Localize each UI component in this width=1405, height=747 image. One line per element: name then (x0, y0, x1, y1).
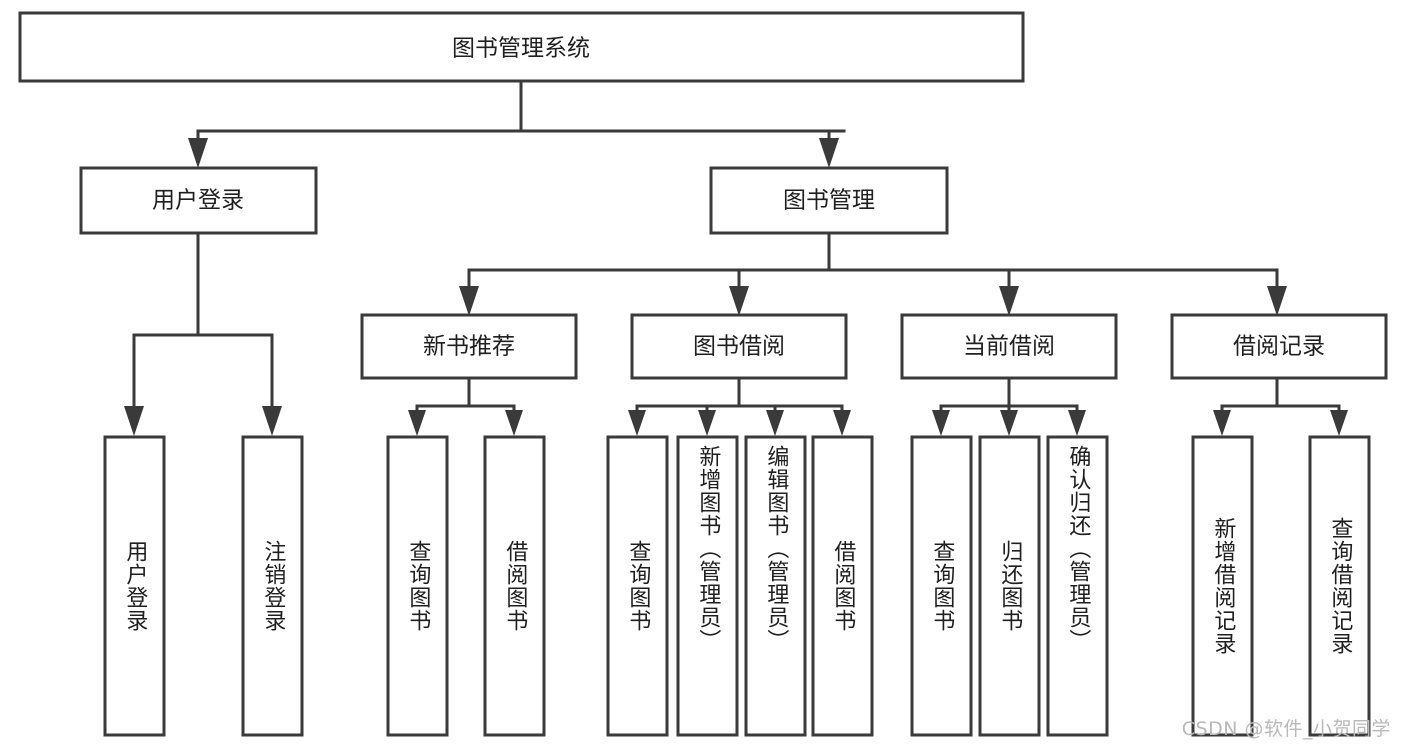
arrow-head-icon (729, 286, 749, 316)
node-new-book-recommend-label: 新书推荐 (423, 334, 515, 360)
arrow-head-icon (262, 406, 282, 436)
connector-root-to-level2 (188, 79, 846, 168)
connector-userlogin-to-leaves (124, 231, 282, 436)
node-borrow-record-label: 借阅记录 (1233, 334, 1325, 360)
leaf-box-logout[interactable] (241, 435, 304, 737)
leaf-box-query-book-2[interactable] (606, 435, 669, 737)
node-user-login[interactable]: 用户登录 (79, 166, 318, 235)
leaf-box-add-borrow-record[interactable] (1191, 435, 1254, 737)
node-book-borrow-label: 图书借阅 (693, 334, 785, 360)
connector-newbook-to-leaves (408, 376, 523, 436)
node-current-borrow-box[interactable] (900, 313, 1118, 380)
node-new-book-recommend-box[interactable] (360, 313, 578, 380)
leaf-box-borrow-book-2[interactable] (811, 435, 874, 737)
node-root-label: 图书管理系统 (452, 36, 590, 62)
leaf-box-edit-book-admin[interactable] (744, 435, 807, 737)
leaf-box-return-book[interactable] (978, 435, 1041, 737)
leaf-box-query-book-3[interactable] (910, 435, 973, 737)
leaf-box-add-book-admin[interactable] (676, 435, 739, 737)
csdn-watermark: CSDN @软件_小贺同学 (1181, 718, 1391, 740)
node-current-borrow[interactable]: 当前借阅 (900, 313, 1118, 380)
arrow-head-icon (819, 138, 839, 168)
arrow-head-icon (408, 410, 426, 436)
arrow-head-icon (124, 406, 144, 436)
leaf-box-borrow-book-1[interactable] (483, 435, 546, 737)
connector-currentborrow-to-leaves (932, 376, 1086, 436)
node-user-login-label: 用户登录 (152, 188, 244, 214)
node-book-borrow[interactable]: 图书借阅 (630, 313, 848, 380)
leaf-box-user-login[interactable] (103, 435, 166, 737)
arrow-head-icon (932, 410, 950, 436)
arrow-head-icon (1330, 410, 1348, 436)
leaf-box-confirm-return-admin[interactable] (1046, 435, 1109, 737)
node-borrow-record[interactable]: 借阅记录 (1170, 313, 1388, 380)
arrow-head-icon (188, 138, 208, 168)
arrow-head-icon (1213, 410, 1231, 436)
connector-borrowrecord-to-leaves (1213, 376, 1348, 436)
arrow-head-icon (999, 286, 1019, 316)
arrow-head-icon (1068, 410, 1086, 436)
arrow-head-icon (1267, 286, 1287, 316)
arrow-head-icon (698, 410, 716, 436)
arrow-head-icon (766, 410, 784, 436)
arrow-head-icon (1000, 410, 1018, 436)
node-book-management-label: 图书管理 (783, 188, 875, 214)
node-root-box[interactable] (18, 11, 1025, 83)
arrow-head-icon (459, 286, 479, 316)
leaf-box-query-book-1[interactable] (386, 435, 449, 737)
arrow-head-icon (505, 410, 523, 436)
arrow-head-icon (833, 410, 851, 436)
node-current-borrow-label: 当前借阅 (963, 334, 1055, 360)
leaf-box-query-borrow-record[interactable] (1308, 435, 1371, 737)
node-book-management-box[interactable] (709, 166, 949, 235)
node-root[interactable]: 图书管理系统 (18, 11, 1025, 83)
node-new-book-recommend[interactable]: 新书推荐 (360, 313, 578, 380)
node-user-login-box[interactable] (79, 166, 318, 235)
node-book-borrow-box[interactable] (630, 313, 848, 380)
connector-bookmgmt-to-level3 (459, 231, 1287, 316)
node-borrow-record-box[interactable] (1170, 313, 1388, 380)
arrow-head-icon (628, 410, 646, 436)
connector-bookborrow-to-leaves (628, 376, 851, 436)
node-book-management[interactable]: 图书管理 (709, 166, 949, 235)
